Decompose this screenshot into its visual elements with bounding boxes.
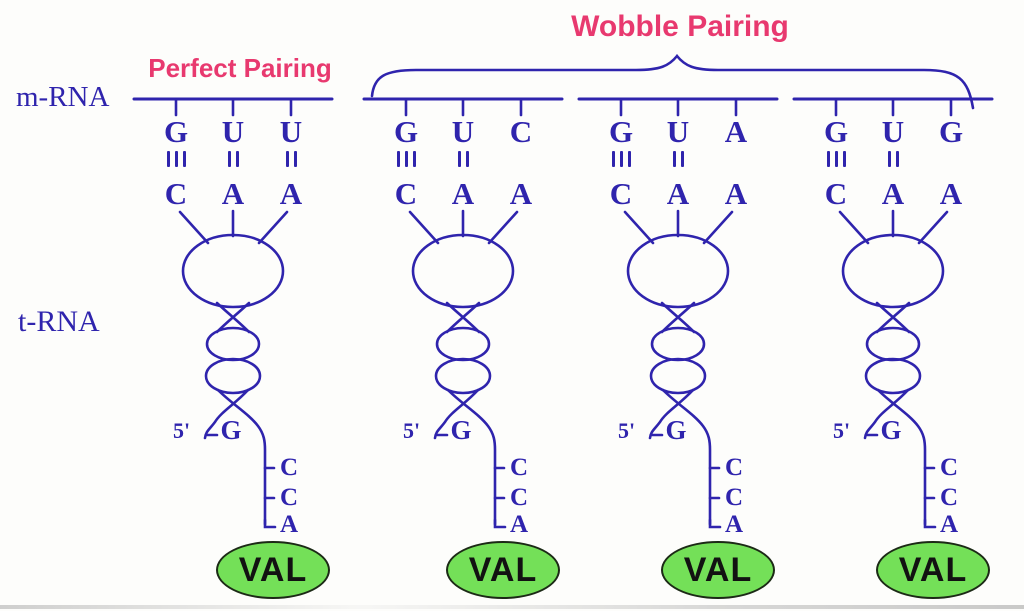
codon-letter: U [881, 114, 905, 149]
amino-acid-label: VAL [238, 551, 308, 589]
anticodon-letter: C [609, 176, 633, 211]
five-prime-base: G [220, 415, 242, 445]
amino-acid-oval: VAL [661, 541, 775, 599]
trna-structure-wobble-gua: G U A C A A 5' G C C A VAL [563, 84, 793, 611]
trna-structure-wobble-gug: G U G C A A 5' G C C A VAL [778, 84, 1008, 611]
anticodon-letter: A [509, 176, 533, 211]
trna-structure-wobble-guc: G U C C A A 5' G C C A VAL [348, 84, 578, 611]
amino-acid-label: VAL [898, 551, 968, 589]
codon-letter: U [451, 114, 475, 149]
bond-marks [499, 151, 543, 168]
bond-marks [269, 151, 313, 168]
wobble-pairing-title: Wobble Pairing [571, 10, 789, 43]
acceptor-tail-letter: C [509, 454, 529, 481]
codon-letter: G [163, 114, 189, 149]
codon-letter: C [509, 114, 533, 149]
acceptor-tail-letter: A [939, 511, 959, 538]
codon-letter: G [393, 114, 419, 149]
acceptor-tail-letter: C [279, 484, 299, 511]
anticodon-letter: A [279, 176, 303, 211]
perfect-pairing-title: Perfect Pairing [148, 53, 332, 83]
bond-marks [871, 151, 915, 168]
anticodon-letter: C [824, 176, 848, 211]
five-prime-label: 5' [173, 418, 191, 443]
codon-letter: G [823, 114, 849, 149]
five-prime-label: 5' [403, 418, 421, 443]
amino-acid-oval: VAL [446, 541, 560, 599]
codon-letter: G [608, 114, 634, 149]
acceptor-tail-letter: C [509, 484, 529, 511]
anticodon-letter: C [394, 176, 418, 211]
anticodon-letter: A [939, 176, 963, 211]
trna-label: t-RNA [18, 305, 100, 338]
scan-edge-artifact [0, 605, 1024, 609]
amino-acid-label: VAL [683, 551, 753, 589]
anticodon-letter: A [221, 176, 245, 211]
anticodon-letter: C [164, 176, 188, 211]
five-prime-base: G [450, 415, 472, 445]
bond-marks [441, 151, 485, 168]
bond-marks [929, 151, 973, 168]
bond-marks [154, 151, 198, 168]
acceptor-tail-letter: A [279, 511, 299, 538]
acceptor-tail-letter: C [724, 484, 744, 511]
codon-letter: U [279, 114, 303, 149]
five-prime-label: 5' [833, 418, 851, 443]
amino-acid-label: VAL [468, 551, 538, 589]
mrna-label: m-RNA [16, 81, 110, 113]
codon-letter: U [221, 114, 245, 149]
bond-marks [211, 151, 255, 168]
bond-marks [599, 151, 643, 168]
codon-letter: G [938, 114, 964, 149]
anticodon-letter: A [451, 176, 475, 211]
five-prime-base: G [665, 415, 687, 445]
five-prime-base: G [880, 415, 902, 445]
anticodon-letter: A [881, 176, 905, 211]
bond-marks [656, 151, 700, 168]
bond-marks [384, 151, 428, 168]
codon-letter: U [666, 114, 690, 149]
bond-marks [814, 151, 858, 168]
amino-acid-oval: VAL [216, 541, 330, 599]
acceptor-tail-letter: A [509, 511, 529, 538]
bond-marks [714, 151, 758, 168]
acceptor-tail-letter: C [724, 454, 744, 481]
amino-acid-oval: VAL [876, 541, 990, 599]
anticodon-letter: A [724, 176, 748, 211]
acceptor-tail-letter: C [279, 454, 299, 481]
trna-structure-perfect-guu: G U U C A A 5' G C C A VAL [118, 84, 348, 611]
five-prime-label: 5' [618, 418, 636, 443]
acceptor-tail-letter: C [939, 484, 959, 511]
wobble-brace [370, 53, 975, 110]
acceptor-tail-letter: A [724, 511, 744, 538]
acceptor-tail-letter: C [939, 454, 959, 481]
anticodon-letter: A [666, 176, 690, 211]
codon-letter: A [724, 114, 748, 149]
